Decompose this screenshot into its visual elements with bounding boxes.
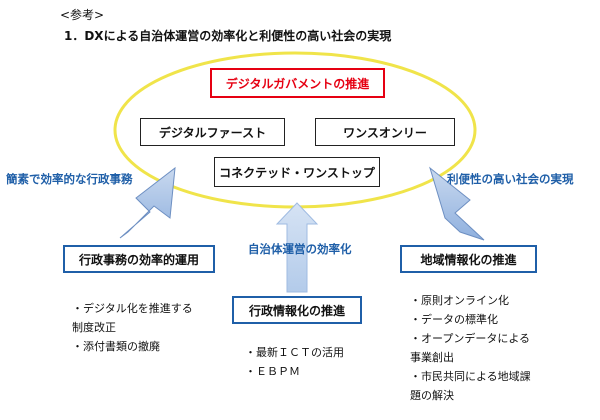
center-title-box: デジタルガバメントの推進 (210, 68, 385, 98)
right-pillar-box: 地域情報化の推進 (400, 245, 537, 273)
right-arrow-label: 利便性の高い社会の実現 (447, 172, 574, 186)
once-only-box: ワンスオンリー (315, 118, 455, 146)
left-arrow (119, 166, 176, 239)
digital-first-text: デジタルファースト (158, 125, 267, 140)
connected-one-stop-text: コネクテッド・ワンストップ (219, 165, 375, 180)
list-item: ・市民共同による地域課 (410, 370, 531, 383)
list-item: ・添付書類の撤廃 (72, 340, 160, 353)
list-item: 制度改正 (72, 321, 116, 334)
left-pillar-box: 行政事務の効率的運用 (63, 245, 215, 273)
digital-first-box: デジタルファースト (140, 118, 285, 146)
list-item: ・デジタル化を推進する (72, 302, 193, 315)
right-arrow (429, 166, 485, 241)
right-pillar-title: 地域情報化の推進 (420, 252, 517, 267)
list-item: 事業創出 (410, 351, 454, 364)
reference-label: <参考> (60, 8, 105, 22)
once-only-text: ワンスオンリー (343, 125, 427, 140)
list-item: ・最新ＩＣＴの活用 (245, 346, 344, 359)
center-title-text: デジタルガバメントの推進 (225, 76, 370, 91)
list-item: ・ＥＢＰＭ (245, 365, 300, 378)
center-pillar-box: 行政情報化の推進 (232, 296, 362, 324)
center-arrow-label: 自治体運営の効率化 (248, 242, 352, 256)
page-heading: 1．DXによる自治体運営の効率化と利便性の高い社会の実現 (64, 29, 392, 43)
connected-one-stop-box: コネクテッド・ワンストップ (214, 157, 380, 187)
list-item: ・データの標準化 (410, 313, 498, 326)
center-pillar-title: 行政情報化の推進 (248, 303, 345, 318)
right-pillar-list: ・原則オンライン化 ・データの標準化 ・オープンデータによる 事業創出 ・市民共… (410, 291, 531, 405)
center-pillar-list: ・最新ＩＣＴの活用 ・ＥＢＰＭ (245, 343, 344, 381)
list-item: 題の解決 (410, 389, 454, 402)
left-pillar-title: 行政事務の効率的運用 (78, 252, 199, 267)
left-pillar-list: ・デジタル化を推進する 制度改正 ・添付書類の撤廃 (72, 299, 193, 356)
center-arrow (275, 202, 319, 293)
list-item: ・オープンデータによる (410, 332, 531, 345)
left-arrow-label: 簡素で効率的な行政事務 (6, 172, 133, 186)
list-item: ・原則オンライン化 (410, 294, 509, 307)
